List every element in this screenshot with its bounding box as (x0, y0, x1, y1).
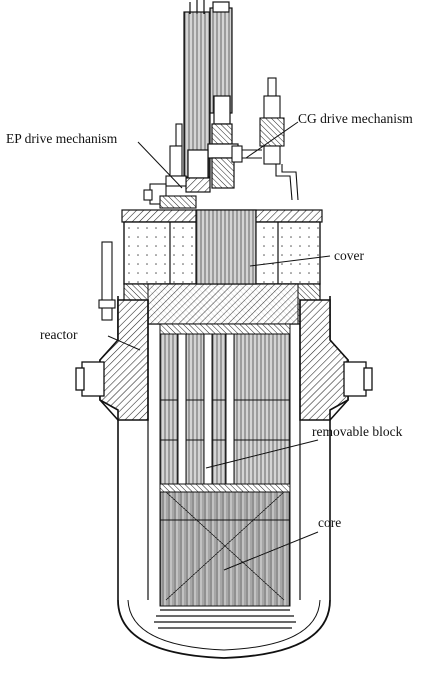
ep-drive-leader (137, 141, 183, 189)
label-core: core (318, 515, 341, 530)
cover-leader (249, 255, 331, 267)
removable-block (159, 323, 291, 485)
cg-drive-mechanism (231, 77, 299, 201)
reactor-leader (107, 335, 141, 351)
bottom-plates (154, 609, 296, 629)
side-pipe (98, 241, 116, 321)
label-ep-drive: EP drive mechanism (6, 131, 118, 146)
reactor-vessel (99, 296, 349, 659)
label-cg-drive: CG drive mechanism (298, 111, 413, 126)
ep-drive-mechanism (143, 123, 197, 209)
label-removable-block: removable block (312, 424, 403, 439)
leader-lines (107, 121, 331, 571)
core-leader (223, 531, 319, 571)
side-nozzles (75, 361, 373, 397)
core (159, 483, 291, 607)
label-cover: cover (334, 248, 364, 263)
drive-shafts (183, 0, 239, 193)
removable-block-leader (205, 439, 319, 469)
labels: EP drive mechanism CG drive mechanism co… (6, 111, 413, 530)
label-reactor: reactor (40, 327, 78, 342)
cg-drive-leader (245, 121, 299, 159)
top-head (121, 209, 323, 325)
